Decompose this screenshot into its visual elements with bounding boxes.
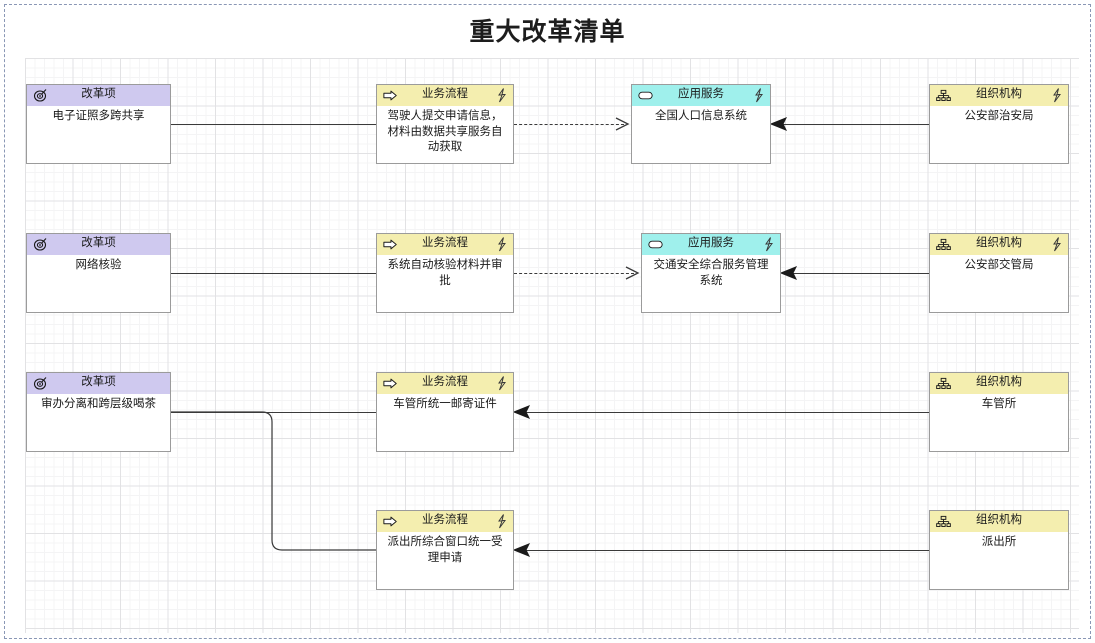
connector-reform2-process2	[171, 273, 376, 274]
node-name: 派出所综合窗口统一受理申请	[387, 536, 503, 564]
org-chart-icon	[936, 237, 951, 252]
node-header: 组织机构	[930, 234, 1068, 255]
page-title: 重大改革清单	[469, 18, 626, 46]
org-chart-icon	[936, 88, 951, 103]
node-name: 电子证照多跨共享	[52, 110, 145, 122]
connector-reform3-process3	[171, 412, 376, 413]
node-header: 业务流程	[377, 373, 513, 394]
node-business-process-3[interactable]: 业务流程 车管所统一邮寄证件	[376, 372, 514, 452]
node-type-label: 组织机构	[976, 237, 1022, 250]
node-reform-item-1[interactable]: 改革项 电子证照多跨共享	[26, 84, 171, 164]
node-header: 业务流程	[377, 511, 513, 532]
node-type-label: 业务流程	[422, 237, 468, 250]
node-header: 组织机构	[930, 511, 1068, 532]
connector-process2-service2	[514, 273, 634, 274]
connector-process1-service1	[514, 124, 624, 125]
target-icon	[33, 237, 48, 252]
lightning-icon	[1051, 87, 1062, 103]
node-organization-2[interactable]: 组织机构 公安部交管局	[929, 233, 1069, 313]
lightning-icon	[496, 375, 507, 391]
node-type-label: 改革项	[81, 88, 116, 101]
node-business-process-4[interactable]: 业务流程 派出所综合窗口统一受理申请	[376, 510, 514, 590]
hollow-arrow-icon	[383, 88, 398, 103]
node-header: 应用服务	[632, 85, 770, 106]
node-name: 全国人口信息系统	[655, 110, 747, 122]
node-name: 审办分离和跨层级喝茶	[41, 398, 156, 410]
node-header: 改革项	[27, 234, 170, 255]
node-header: 应用服务	[642, 234, 780, 255]
node-organization-1[interactable]: 组织机构 公安部治安局	[929, 84, 1069, 164]
lightning-icon	[753, 87, 764, 103]
node-application-service-2[interactable]: 应用服务 交通安全综合服务管理系统	[641, 233, 781, 313]
node-business-process-1[interactable]: 业务流程 驾驶人提交申请信息，材料由数据共享服务自动获取	[376, 84, 514, 164]
node-type-label: 组织机构	[976, 514, 1022, 527]
node-type-label: 业务流程	[422, 88, 468, 101]
node-business-process-2[interactable]: 业务流程 系统自动核验材料并审批	[376, 233, 514, 313]
lightning-icon	[1051, 236, 1062, 252]
hollow-arrow-icon	[383, 376, 398, 391]
node-organization-3[interactable]: 组织机构 车管所	[929, 372, 1069, 452]
node-name: 驾驶人提交申请信息，材料由数据共享服务自动获取	[387, 110, 503, 153]
node-reform-item-2[interactable]: 改革项 网络核验	[26, 233, 171, 313]
node-name: 公安部交管局	[964, 259, 1034, 271]
node-header: 改革项	[27, 373, 170, 394]
hollow-arrow-icon	[383, 237, 398, 252]
node-reform-item-3[interactable]: 改革项 审办分离和跨层级喝茶	[26, 372, 171, 452]
hollow-arrow-icon	[383, 514, 398, 529]
org-chart-icon	[936, 514, 951, 529]
grid-background	[25, 58, 1079, 633]
node-header: 业务流程	[377, 234, 513, 255]
node-organization-4[interactable]: 组织机构 派出所	[929, 510, 1069, 590]
node-application-service-1[interactable]: 应用服务 全国人口信息系统	[631, 84, 771, 164]
lightning-icon	[496, 87, 507, 103]
node-type-label: 改革项	[81, 237, 116, 250]
target-icon	[33, 88, 48, 103]
node-header: 改革项	[27, 85, 170, 106]
connector-org4-process4	[523, 550, 929, 551]
node-type-label: 业务流程	[422, 514, 468, 527]
org-chart-icon	[936, 376, 951, 391]
node-name: 系统自动核验材料并审批	[387, 259, 503, 287]
node-header: 业务流程	[377, 85, 513, 106]
node-type-label: 组织机构	[976, 376, 1022, 389]
node-name: 车管所统一邮寄证件	[393, 398, 497, 410]
node-type-label: 改革项	[81, 376, 116, 389]
node-header: 组织机构	[930, 85, 1068, 106]
node-type-label: 组织机构	[976, 88, 1022, 101]
node-name: 网络核验	[75, 259, 122, 271]
connector-org3-process3	[523, 412, 929, 413]
node-name: 派出所	[981, 536, 1017, 548]
connector-org2-service2	[790, 273, 929, 274]
lightning-icon	[763, 236, 774, 252]
node-type-label: 应用服务	[678, 88, 724, 101]
rounded-rect-icon	[638, 88, 653, 103]
connector-reform1-process1	[171, 124, 376, 125]
connector-org1-service1	[780, 124, 929, 125]
lightning-icon	[496, 236, 507, 252]
node-type-label: 业务流程	[422, 376, 468, 389]
node-name: 交通安全综合服务管理系统	[653, 259, 769, 287]
node-type-label: 应用服务	[688, 237, 734, 250]
node-name: 公安部治安局	[964, 110, 1034, 122]
rounded-rect-icon	[648, 237, 663, 252]
node-name: 车管所	[981, 398, 1017, 410]
lightning-icon	[496, 513, 507, 529]
target-icon	[33, 376, 48, 391]
node-header: 组织机构	[930, 373, 1068, 394]
